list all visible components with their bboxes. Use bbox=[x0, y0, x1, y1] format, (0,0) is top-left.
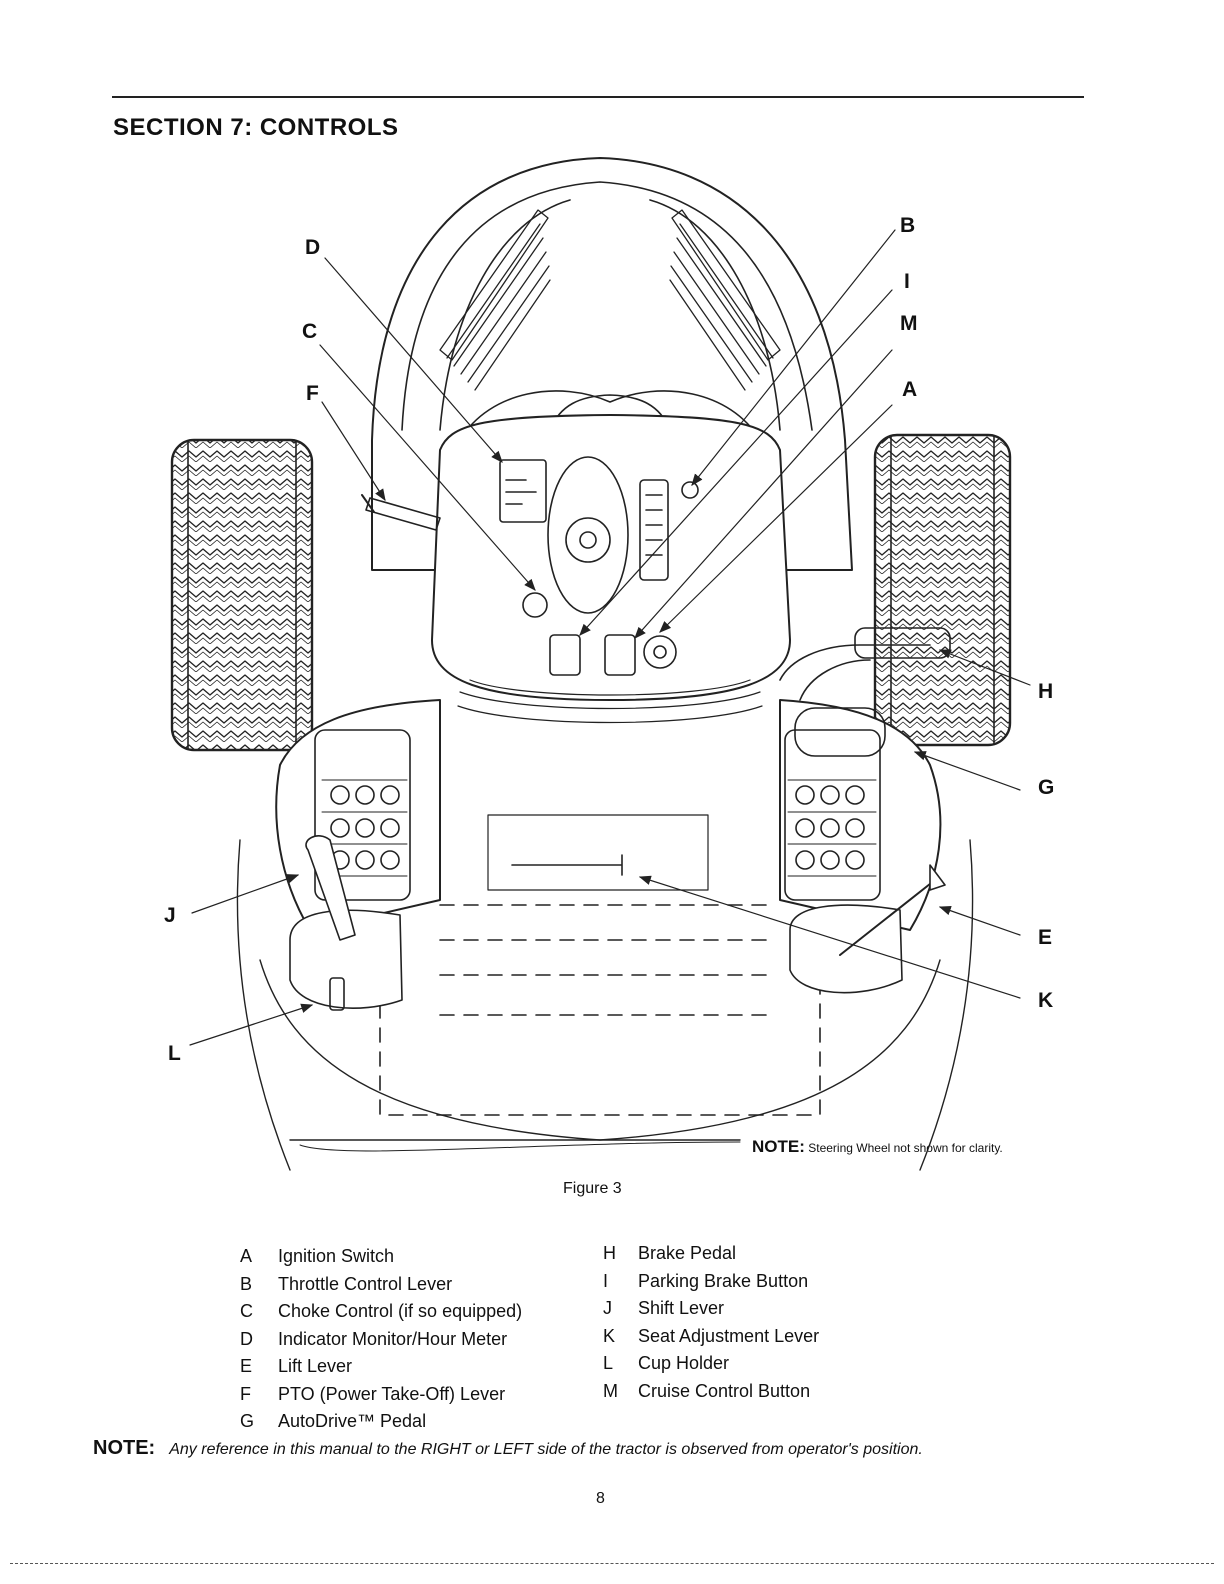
right-tire bbox=[873, 433, 1012, 747]
orientation-note-label: NOTE: bbox=[93, 1437, 156, 1459]
tractor-illustration bbox=[170, 157, 1031, 1171]
figure-note: NOTE: Steering Wheel not shown for clari… bbox=[752, 1137, 1003, 1157]
callout-e: E bbox=[1038, 926, 1053, 949]
callout-k: K bbox=[1038, 989, 1054, 1012]
section-title: SECTION 7: CONTROLS bbox=[113, 114, 399, 141]
callout-a: A bbox=[902, 378, 918, 401]
callout-f: F bbox=[306, 382, 319, 405]
callout-d: D bbox=[305, 236, 321, 259]
pto-lever-handle bbox=[361, 494, 441, 531]
callout-h: H bbox=[1038, 680, 1054, 703]
seat-outline bbox=[379, 814, 821, 1116]
callout-g: G bbox=[1038, 776, 1055, 799]
hood-vent-left bbox=[439, 209, 551, 391]
tractor-controls-figure: D C F B I M A H G E K J L bbox=[140, 140, 1100, 1190]
orientation-note-text: Any reference in this manual to the RIGH… bbox=[169, 1441, 923, 1458]
body-outline bbox=[236, 839, 974, 1171]
figure-caption: Figure 3 bbox=[563, 1180, 622, 1197]
callout-m: M bbox=[900, 312, 918, 335]
callout-c: C bbox=[302, 320, 318, 343]
callout-j: J bbox=[164, 904, 176, 927]
figure-note-text: Steering Wheel not shown for clarity. bbox=[808, 1141, 1003, 1155]
lift-lever-pod bbox=[789, 864, 946, 994]
shift-lever-pod bbox=[289, 835, 403, 1011]
callout-b: B bbox=[900, 214, 916, 237]
leader-lines bbox=[189, 229, 1031, 1152]
bottom-rule bbox=[10, 1563, 1214, 1564]
callout-l: L bbox=[168, 1042, 181, 1065]
top-rule bbox=[112, 96, 1084, 98]
hood-vent-right bbox=[669, 209, 781, 391]
figure-note-label: NOTE: bbox=[752, 1137, 805, 1156]
orientation-note: NOTE: Any reference in this manual to the… bbox=[93, 1437, 923, 1460]
page-number: 8 bbox=[596, 1490, 605, 1507]
callout-i: I bbox=[904, 270, 910, 293]
right-footrest bbox=[779, 699, 942, 931]
brake-pedal-arm bbox=[779, 627, 951, 701]
dash-panel bbox=[431, 414, 791, 724]
left-tire bbox=[170, 438, 314, 752]
